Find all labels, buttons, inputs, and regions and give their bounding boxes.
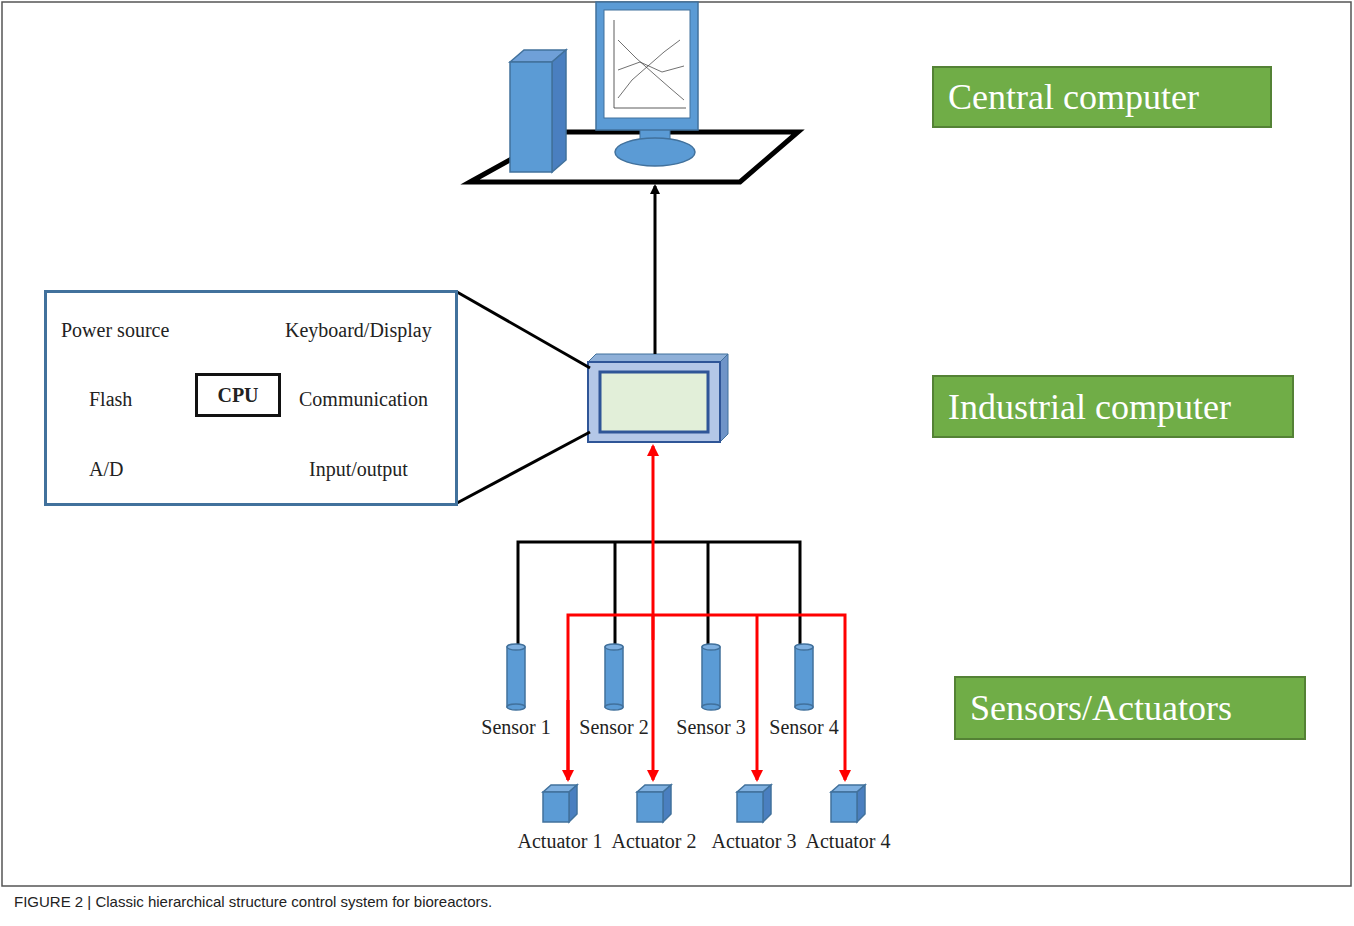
sensor-symbol	[793, 642, 815, 712]
level-label: Industrial computer	[932, 375, 1294, 438]
actuator: Actuator 2	[612, 782, 697, 853]
actuator: Actuator 4	[806, 782, 891, 853]
sensor-symbol	[505, 642, 527, 712]
sensor-symbol	[603, 642, 625, 712]
industrial-computer-device	[588, 354, 728, 442]
actuator: Actuator 3	[712, 782, 797, 853]
sensor-label: Sensor 1	[481, 716, 550, 739]
callout-line	[457, 432, 590, 503]
sensor-label: Sensor 2	[579, 716, 648, 739]
sensor-symbol	[700, 642, 722, 712]
level-label: Central computer	[932, 66, 1272, 128]
actuator-symbol	[733, 782, 775, 826]
callout-line	[457, 292, 590, 368]
central-computer-figure	[470, 2, 798, 182]
sensor-label: Sensor 3	[676, 716, 745, 739]
box-label: Sensors/Actuators	[970, 687, 1232, 729]
component-label: Communication	[299, 388, 428, 411]
act-label: Actuator 4	[806, 830, 891, 853]
component-label: A/D	[89, 458, 123, 481]
box-label: Central computer	[948, 76, 1199, 118]
sensor: Sensor 2	[579, 642, 648, 739]
component-label: Keyboard/Display	[285, 319, 432, 342]
actuator-symbol	[633, 782, 675, 826]
sensor: Sensor 3	[676, 642, 745, 739]
actuator-symbol	[827, 782, 869, 826]
act-label: Actuator 2	[612, 830, 697, 853]
actuator: Actuator 1	[518, 782, 603, 853]
computer-detail-box: Power source Keyboard/DisplayFlash Communi…	[44, 290, 458, 506]
actuator-bus	[568, 446, 845, 780]
box-label: CPU	[217, 384, 258, 407]
act-label: Actuator 1	[518, 830, 603, 853]
box-label: Industrial computer	[948, 386, 1231, 428]
act-label: Actuator 3	[712, 830, 797, 853]
actuator-symbol	[539, 782, 581, 826]
cpu-box: CPU	[195, 373, 281, 417]
uplink-arrow	[654, 186, 657, 354]
sensor: Sensor 4	[769, 642, 838, 739]
figure-caption: FIGURE 2 | Classic hierarchical structur…	[14, 893, 492, 910]
sensor-label: Sensor 4	[769, 716, 838, 739]
figure-frame	[2, 2, 1351, 886]
component-label: Power source	[61, 319, 169, 342]
level-label: Sensors/Actuators	[954, 676, 1306, 740]
component-label: Input/output	[309, 458, 408, 481]
sensor: Sensor 1	[481, 642, 550, 739]
component-label: Flash	[89, 388, 132, 411]
